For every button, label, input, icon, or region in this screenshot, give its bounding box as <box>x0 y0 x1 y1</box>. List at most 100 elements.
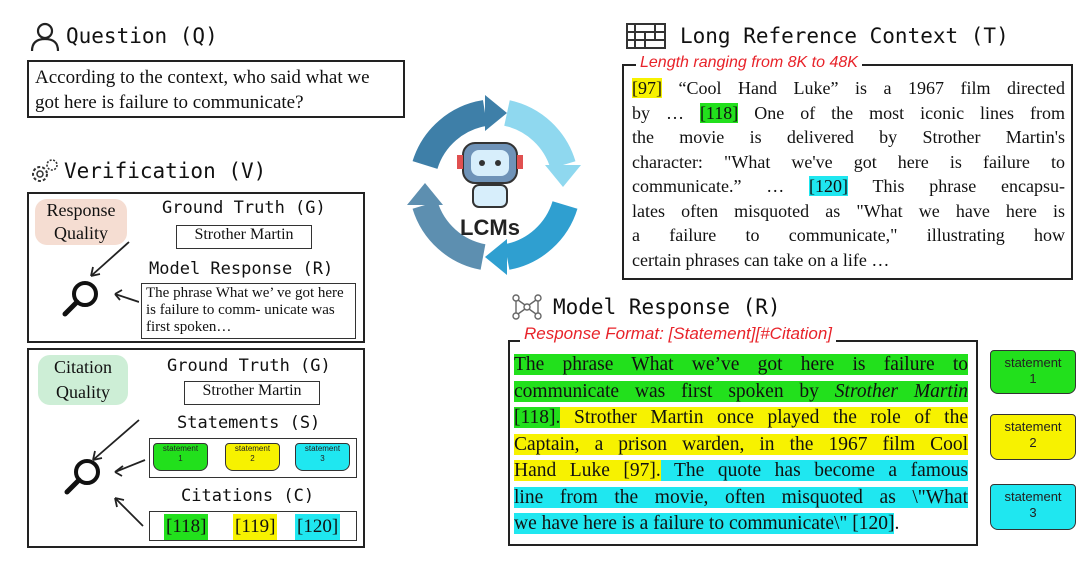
highlighted-span: [118]. <box>514 407 561 428</box>
text-span: character: "What we've got here is failu… <box>632 151 1065 172</box>
text-span: by … <box>632 102 700 123</box>
context-title: Long Reference Context (T) <box>680 24 1009 48</box>
scroll-word: statement <box>234 444 271 453</box>
text-span: the movie is delivered by Strother Marti… <box>632 127 1065 147</box>
citations-box: [118] [119] [120] <box>149 511 357 541</box>
text-line: by … [118] One of the most iconic lines … <box>632 101 1065 126</box>
network-icon <box>512 294 542 320</box>
badge-line: Quality <box>56 382 110 402</box>
lcm-cycle-diagram: LCMs <box>407 95 581 275</box>
text-line: we have here is a failure to communicate… <box>514 511 968 538</box>
text-span: “Cool Hand Luke” is a 1967 film directed <box>662 78 1066 98</box>
text-line: The phrase What we’ve got here is failur… <box>514 352 968 379</box>
cycle-arrow <box>503 100 576 170</box>
scroll-num: 1 <box>1029 371 1037 386</box>
highlighted-span: line from the movie, often misquoted as … <box>514 486 968 508</box>
ground-truth-title: Ground Truth (G) <box>162 198 326 218</box>
scroll-word: statement <box>162 444 199 453</box>
highlighted-span: communicate was first spoken by <box>514 380 835 402</box>
highlighted-span: The phrase What we’ve got here is failur… <box>514 354 968 375</box>
text-line: communicate was first spoken by Strother… <box>514 379 968 406</box>
text-line: [118]. Strother Martin once played the r… <box>514 405 968 432</box>
text-span: communicate.” … <box>632 176 810 196</box>
text-line: character: "What we've got here is failu… <box>632 150 1065 175</box>
question-box: According to the context, who said what … <box>27 60 405 118</box>
scroll-word: statement <box>304 444 341 453</box>
ground-truth-title: Ground Truth (G) <box>167 356 331 376</box>
question-title: Question (Q) <box>66 24 218 48</box>
cycle-arrow <box>412 200 486 270</box>
text-line: Hand Luke [97]. The quote has become a f… <box>514 458 968 485</box>
scroll-word: statement <box>1004 355 1062 370</box>
gear-icon <box>32 159 58 182</box>
context-text: [97] “Cool Hand Luke” is a 1967 film dir… <box>632 76 1065 272</box>
robot-icon <box>457 142 523 208</box>
text-span: One of the most iconic lines from <box>738 102 1065 123</box>
scroll-num: 3 <box>1029 505 1037 520</box>
scroll-word: statement <box>1004 419 1062 434</box>
highlighted-span: The quote has become a famous <box>660 460 968 481</box>
model-response-box: The phrase What we’ve got here is failur… <box>508 340 978 546</box>
badge-line: Citation <box>54 357 112 377</box>
verification-title: Verification (V) <box>64 159 267 183</box>
text-span: a failure to communicate," illustrating … <box>632 225 1065 245</box>
text-span: This phrase encapsu- <box>848 176 1066 196</box>
cycle-arrow <box>412 100 488 170</box>
scroll-word: statement <box>1004 489 1062 504</box>
citations-title: Citations (C) <box>181 486 315 506</box>
text-line: a failure to communicate," illustrating … <box>632 223 1065 248</box>
context-box: [97] “Cool Hand Luke” is a 1967 film dir… <box>622 64 1073 280</box>
library-icon <box>626 23 666 49</box>
lcms-label: LCMs <box>460 215 520 240</box>
highlighted-span: Captain, a prison warden, in the 1967 fi… <box>514 433 968 455</box>
text-span: lates often misquoted as "What we have h… <box>632 200 1065 221</box>
text-line: certain phrases can take on a life … <box>632 248 1065 273</box>
text-line: communicate.” … [120] This phrase encaps… <box>632 174 1065 199</box>
scroll-num: 3 <box>320 454 325 463</box>
highlighted-span: Strother Martin <box>834 380 968 402</box>
highlighted-span: [118] <box>699 102 739 123</box>
scroll-num: 2 <box>1029 435 1037 450</box>
cycle-arrow <box>504 200 578 270</box>
text-span: . <box>894 513 900 534</box>
badge-line: Response <box>46 200 116 220</box>
model-response-title: Model Response (R) <box>553 295 781 319</box>
model-response-title: Model Response (R) <box>149 259 334 279</box>
format-note: Response Format: [Statement][#Citation] <box>520 324 837 344</box>
highlighted-span: Strother Martin once played the role of … <box>560 407 968 428</box>
person-icon <box>30 22 60 52</box>
model-response-text: The phrase What we’ve got here is failur… <box>514 352 968 538</box>
highlighted-span: [120] <box>809 176 849 196</box>
badge-line: Quality <box>54 223 108 243</box>
citation-119: [119] <box>233 514 278 540</box>
length-note: Length ranging from 8K to 48K <box>636 54 862 72</box>
citation-118: [118] <box>164 514 209 540</box>
scroll-num: 2 <box>250 454 255 463</box>
highlighted-span: we have here is a failure to communicate… <box>514 513 895 534</box>
magnifier-icon <box>64 419 146 527</box>
citation-120: [120] <box>295 514 341 540</box>
text-span: certain phrases can take on a life … <box>632 249 890 270</box>
text-line: Captain, a prison warden, in the 1967 fi… <box>514 432 968 459</box>
scroll-num: 1 <box>178 454 183 463</box>
statements-title: Statements (S) <box>177 413 321 433</box>
magnifier-icon <box>62 241 139 317</box>
ground-truth-value: Strother Martin <box>184 381 320 405</box>
ground-truth-value: Strother Martin <box>176 225 312 249</box>
highlighted-span: Hand Luke [97]. <box>514 460 661 481</box>
model-response-snippet: The phrase What we’ ve got here is failu… <box>141 283 356 339</box>
highlighted-span: [97] <box>632 78 662 98</box>
text-line: [97] “Cool Hand Luke” is a 1967 film dir… <box>632 76 1065 101</box>
text-line: the movie is delivered by Strother Marti… <box>632 125 1065 150</box>
